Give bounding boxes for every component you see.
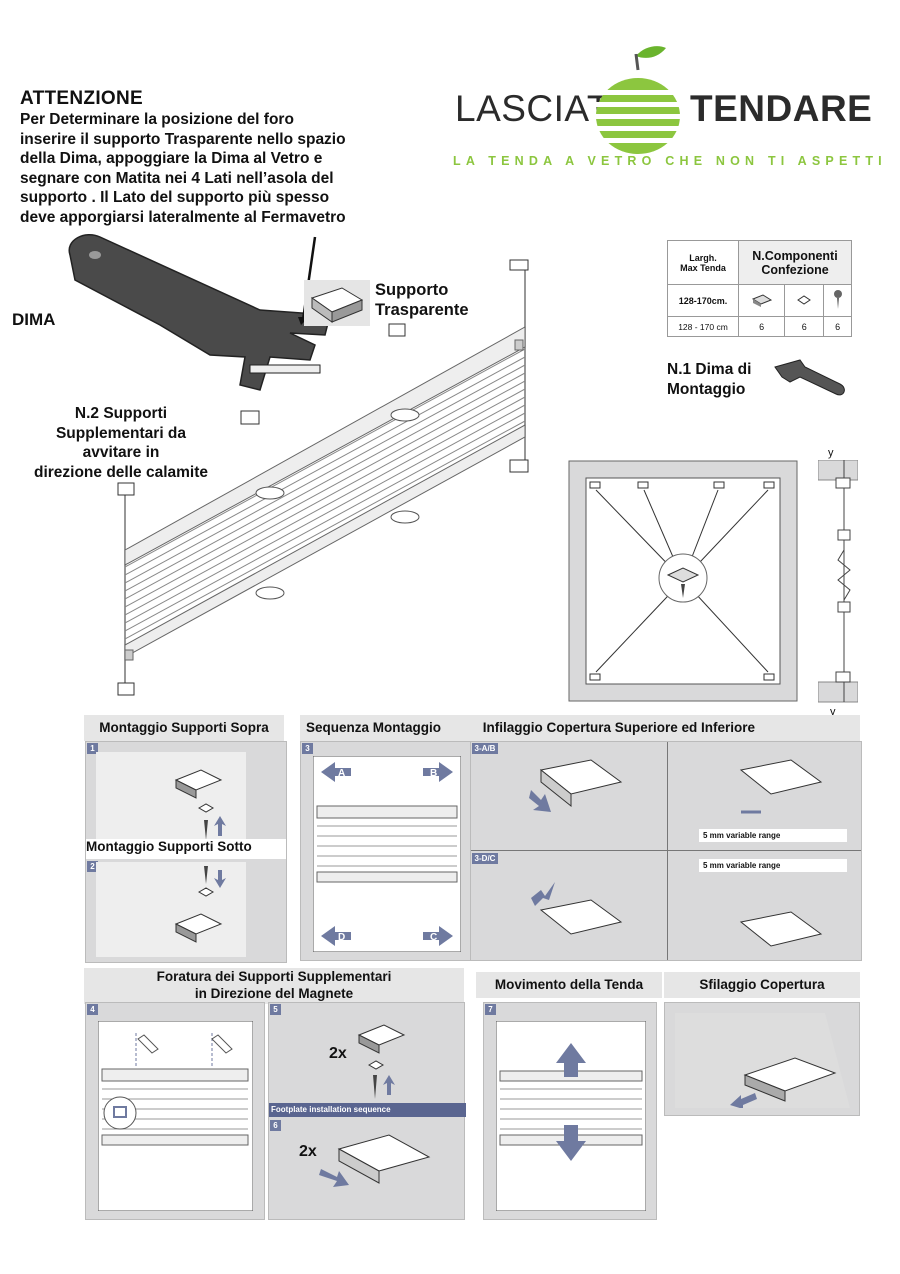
- panel-movimento: 7: [483, 1002, 657, 1220]
- pleated-blind-illustration: [117, 259, 529, 696]
- supporto-label-line: Supporto: [375, 281, 449, 299]
- header-line: Largh.: [689, 252, 717, 263]
- step-number: 2: [87, 861, 98, 872]
- label-line: avvitare in: [82, 444, 160, 461]
- table-header-width: Largh. Max Tenda: [667, 240, 739, 285]
- cover-bottom-range-illustration: [739, 911, 823, 947]
- support-clip-icon: [737, 284, 786, 317]
- corner-letter-a: A: [338, 768, 345, 779]
- dima-label: DIMA: [12, 310, 56, 329]
- section-header-bar: Sequenza Montaggio Infilaggio Copertura …: [300, 715, 860, 741]
- support-bottom-illustration: [96, 862, 246, 957]
- label-line: N.2 Supporti: [74, 405, 168, 422]
- table-cell: 6: [737, 316, 786, 337]
- panel-sequenza: 3 A B D C: [300, 741, 472, 961]
- footplate-clip-illustration: [357, 1024, 406, 1099]
- table-header-components: N.Componenti Confezione: [738, 240, 852, 285]
- panel-infilaggio: 3-A/B 3-D/C 5 mm variable range 5 mm var…: [470, 741, 862, 961]
- attention-line: supporto . Il Lato del supporto più spes…: [20, 189, 330, 206]
- corner-letter-b: B: [430, 768, 437, 779]
- step-number: 4: [87, 1004, 98, 1015]
- attention-line: della Dima, appoggiare la Dima al Vetro …: [20, 150, 323, 167]
- variable-range-label: 5 mm variable range: [699, 829, 847, 842]
- side-profile-diagram: [818, 460, 858, 703]
- step-number: 3-A/B: [472, 743, 498, 754]
- support-clip-icon: [304, 280, 370, 326]
- header-line: N.Componenti: [752, 248, 838, 263]
- supplementari-label: N.2 Supporti Supplementari da avvitare i…: [10, 404, 232, 482]
- attention-line: Per Determinare la posizione del foro: [20, 111, 294, 128]
- section-title-montaggio-sotto: Montaggio Supporti Sotto: [86, 839, 286, 859]
- drilling-window-illustration: [98, 1021, 253, 1211]
- step-number: 1: [87, 743, 98, 754]
- divider: [667, 742, 668, 960]
- header-line: Confezione: [761, 262, 829, 277]
- footplate-install-illustration: [319, 1134, 431, 1187]
- label-line: Supplementari da: [55, 424, 187, 442]
- panel-sfilaggio: [664, 1002, 860, 1116]
- step-number: 7: [485, 1004, 496, 1015]
- dima-montaggio-label: N.1 Dima di Montaggio: [667, 360, 751, 399]
- attention-line: inserire il supporto Trasparente nello s…: [20, 130, 346, 148]
- dima-small-icon: [774, 359, 845, 396]
- attention-line: deve apporgiarsi lateralmente al Fermave…: [20, 208, 346, 226]
- section-title-sequenza: Sequenza Montaggio: [306, 720, 441, 735]
- corner-letter-c: C: [430, 932, 437, 943]
- supporto-label: Supporto Trasparente: [375, 280, 469, 320]
- section-title-sfilaggio: Sfilaggio Copertura: [664, 972, 860, 998]
- side-label-top: y: [828, 447, 834, 459]
- section-title-movimento: Movimento della Tenda: [476, 972, 662, 998]
- apple-logo-icon: [594, 46, 682, 154]
- table-cell: 6: [823, 316, 852, 337]
- corner-letter-d: D: [338, 932, 345, 943]
- label-line: direzione delle calamite: [33, 463, 208, 481]
- header-line: Max Tenda: [680, 262, 726, 273]
- panel-montaggio-supporti: 1 Montaggio Supporti Sotto 2: [85, 741, 287, 963]
- cover-removal-illustration: [675, 1013, 850, 1108]
- divider: [471, 850, 861, 851]
- package-table: Largh. Max Tenda N.Componenti Confezione…: [667, 240, 852, 337]
- footplate-banner: Footplate installation sequence: [269, 1103, 466, 1117]
- table-cell: 128-170cm.: [667, 284, 739, 317]
- screw-icon: [823, 284, 852, 317]
- side-label-bottom: y: [830, 706, 836, 718]
- support-top-illustration: [96, 752, 246, 842]
- section-title-line: in Direzione del Magnete: [194, 986, 354, 1001]
- step-number: 6: [270, 1120, 281, 1131]
- attention-text: Per Determinare la posizione del foro in…: [20, 110, 425, 227]
- section-title-line: Foratura dei Supporti Supplementari: [156, 969, 392, 984]
- step-number: 3-D/C: [472, 853, 498, 864]
- small-clip-icon: [784, 284, 825, 317]
- cover-top-range-illustration: [739, 759, 823, 814]
- sequence-window-illustration: A B D C: [313, 756, 461, 952]
- cover-bottom-illustration: [531, 882, 623, 935]
- table-cell: 128 - 170 cm: [667, 316, 739, 337]
- window-drilling-schema: [568, 460, 798, 702]
- attention-line: segnare con Matita nei 4 Lati nell’asola…: [20, 169, 334, 187]
- step-number: 5: [270, 1004, 281, 1015]
- table-cell: 6: [784, 316, 825, 337]
- label-line: Montaggio: [667, 380, 746, 398]
- panel-foratura: 4: [85, 1002, 265, 1220]
- logo-word-2: TENDARE: [690, 88, 873, 129]
- logo-tagline: LA TENDA A VETRO CHE NON TI ASPETTI: [453, 154, 887, 168]
- multiplier-label: 2x: [329, 1045, 347, 1062]
- section-title-infilaggio: Infilaggio Copertura Superiore ed Inferi…: [482, 720, 756, 735]
- logo-word-1: LASCIATI: [455, 88, 621, 129]
- support-part-icon: [388, 323, 406, 337]
- movement-window-illustration: [496, 1021, 646, 1211]
- variable-range-label: 5 mm variable range: [699, 859, 847, 872]
- supporto-label-line: Trasparente: [375, 301, 469, 319]
- multiplier-label: 2x: [299, 1143, 317, 1160]
- panel-footplate: 5 2x Footplate installation sequence 6 2…: [268, 1002, 466, 1220]
- label-line: N.1 Dima di: [667, 361, 752, 378]
- section-title-foratura: Foratura dei Supporti Supplementari in D…: [84, 968, 464, 1004]
- attention-title: ATTENZIONE: [20, 88, 143, 109]
- step-number: 3: [302, 743, 313, 754]
- support-part-icon: [240, 410, 260, 425]
- cover-top-illustration: [529, 759, 623, 812]
- section-title-montaggio-sopra: Montaggio Supporti Sopra: [84, 715, 284, 741]
